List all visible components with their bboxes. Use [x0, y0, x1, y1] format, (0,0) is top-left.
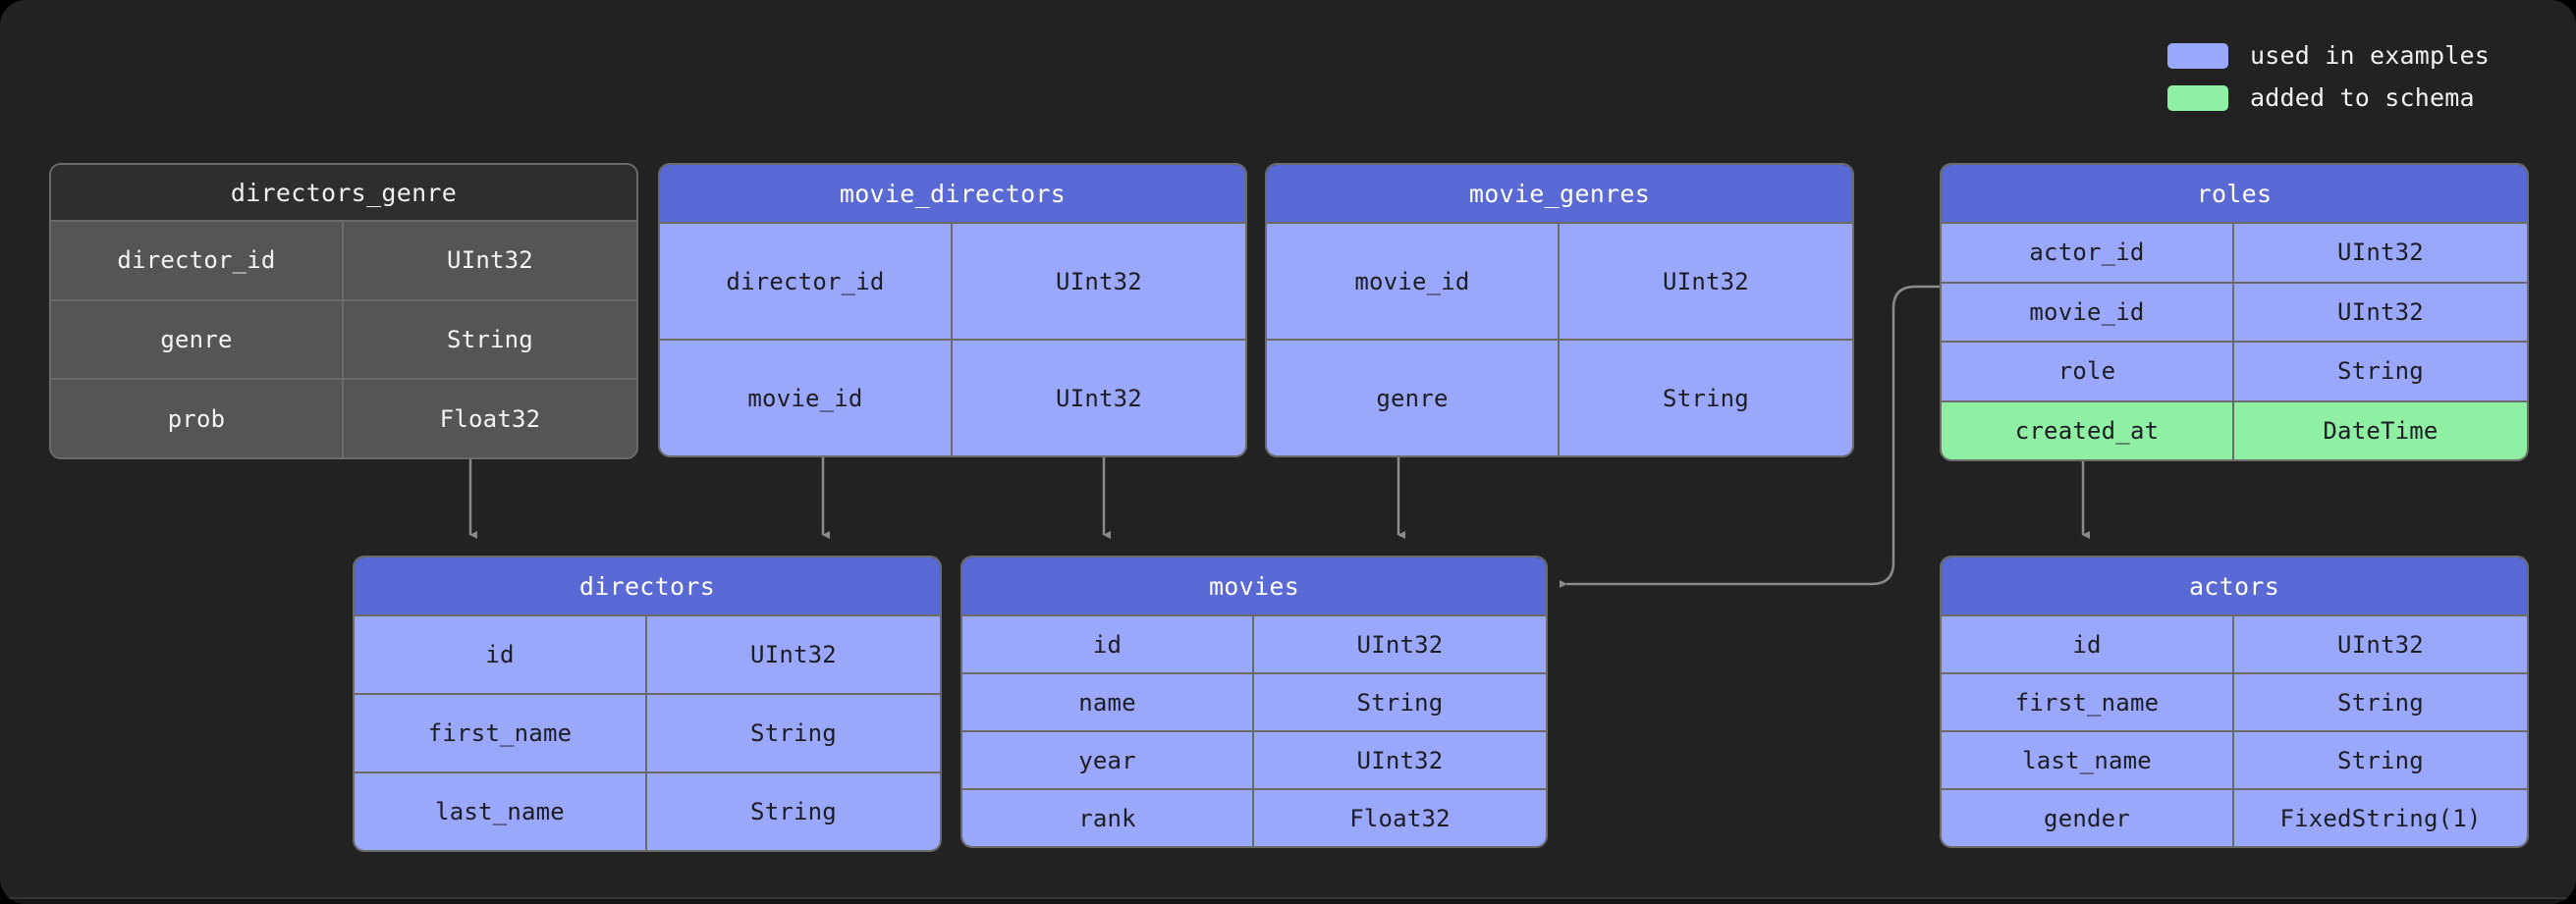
column-type-cell: DateTime [2323, 416, 2439, 445]
legend-item-added-to-schema: added to schema [2166, 83, 2490, 112]
table-row[interactable]: name String [962, 672, 1546, 730]
column-type-cell: String [750, 719, 837, 747]
table-row[interactable]: first_name String [1942, 672, 2527, 730]
column-type-cell: UInt32 [1056, 267, 1142, 295]
table-row[interactable]: genre String [1267, 339, 1852, 455]
column-name-cell: first_name [355, 695, 647, 771]
legend: used in examples added to schema [2166, 41, 2490, 112]
table-row[interactable]: genre String [51, 298, 636, 379]
column-name-cell: year [962, 732, 1254, 788]
table-header-movie-genres: movie_genres [1267, 165, 1852, 222]
column-type-cell: String [2337, 746, 2424, 774]
column-name-cell: created_at [1942, 401, 2234, 459]
column-type-cell: String [2337, 357, 2424, 386]
column-type-cell: UInt32 [1056, 384, 1142, 412]
column-name-cell: gender [1942, 790, 2234, 846]
column-type-cell: String [750, 798, 837, 825]
column-name-cell: genre [51, 300, 344, 379]
table-body-directors-genre: director_id UInt32 genre String prob Float32 [51, 220, 636, 457]
column-name-cell: director_id [51, 222, 344, 299]
table-row[interactable]: movie_id UInt32 [1267, 222, 1852, 339]
legend-item-used-in-examples: used in examples [2166, 41, 2490, 70]
table-header-movie-directors: movie_directors [660, 165, 1245, 222]
column-name-cell: role [1942, 343, 2234, 400]
legend-swatch-used-in-examples [2166, 42, 2228, 69]
column-type-cell: String [1356, 688, 1444, 717]
column-type-cell: String [2337, 688, 2424, 717]
table-row[interactable]: gender FixedString(1) [1942, 788, 2527, 846]
table-row[interactable]: last_name String [1942, 730, 2527, 788]
column-type-cell: UInt32 [2337, 239, 2424, 267]
column-name-cell: actor_id [1942, 224, 2234, 282]
bottom-edge-artifact [0, 897, 2576, 904]
column-type-cell: Float32 [1349, 804, 1451, 832]
column-name-cell: movie_id [660, 341, 953, 455]
column-type-cell: UInt32 [1663, 267, 1749, 295]
column-type-cell: UInt32 [750, 641, 837, 668]
column-type-cell: String [1663, 384, 1749, 412]
column-type-cell: UInt32 [1356, 630, 1444, 659]
table-row[interactable]: last_name String [355, 771, 940, 850]
column-name-cell: last_name [355, 773, 647, 850]
column-type-cell: String [447, 326, 533, 353]
table-row[interactable]: movie_id UInt32 [1942, 281, 2527, 341]
legend-label-added-to-schema: added to schema [2249, 83, 2475, 112]
column-name-cell: first_name [1942, 674, 2234, 730]
table-body-movie-genres: movie_id UInt32 genre String [1267, 222, 1852, 455]
table-row[interactable]: director_id UInt32 [660, 222, 1245, 339]
table-row[interactable]: movie_id UInt32 [660, 339, 1245, 455]
table-header-actors: actors [1942, 558, 2527, 614]
table-header-movies: movies [962, 558, 1546, 614]
column-type-cell: FixedString(1) [2279, 804, 2482, 832]
legend-swatch-added-to-schema [2166, 84, 2228, 111]
table-row[interactable]: director_id UInt32 [51, 220, 636, 299]
table-row[interactable]: created_at DateTime [1942, 399, 2527, 459]
column-name-cell: last_name [1942, 732, 2234, 788]
table-header-directors: directors [355, 558, 940, 614]
table-row[interactable]: prob Float32 [51, 378, 636, 457]
table-header-roles: roles [1942, 165, 2527, 222]
column-type-cell: UInt32 [2337, 630, 2424, 659]
column-name-cell: director_id [660, 224, 953, 339]
column-name-cell: id [355, 616, 647, 693]
table-header-directors-genre: directors_genre [51, 165, 636, 220]
table-row[interactable]: rank Float32 [962, 788, 1546, 846]
table-row[interactable]: first_name String [355, 693, 940, 771]
column-name-cell: prob [51, 380, 344, 457]
column-name-cell: rank [962, 790, 1254, 846]
table-row[interactable]: role String [1942, 341, 2527, 400]
column-name-cell: name [962, 674, 1254, 730]
column-type-cell: Float32 [439, 404, 541, 433]
table-row[interactable]: id UInt32 [1942, 614, 2527, 672]
table-row[interactable]: year UInt32 [962, 730, 1546, 788]
table-row[interactable]: id UInt32 [962, 614, 1546, 672]
column-type-cell: UInt32 [447, 246, 533, 275]
column-name-cell: movie_id [1267, 224, 1560, 339]
table-row[interactable]: actor_id UInt32 [1942, 222, 2527, 282]
table-row[interactable]: id UInt32 [355, 614, 940, 693]
column-type-cell: UInt32 [2337, 297, 2424, 326]
column-name-cell: id [962, 616, 1254, 672]
column-name-cell: id [1942, 616, 2234, 672]
legend-label-used-in-examples: used in examples [2249, 41, 2490, 70]
column-type-cell: UInt32 [1356, 746, 1444, 774]
column-name-cell: movie_id [1942, 283, 2234, 341]
column-name-cell: genre [1267, 341, 1560, 455]
